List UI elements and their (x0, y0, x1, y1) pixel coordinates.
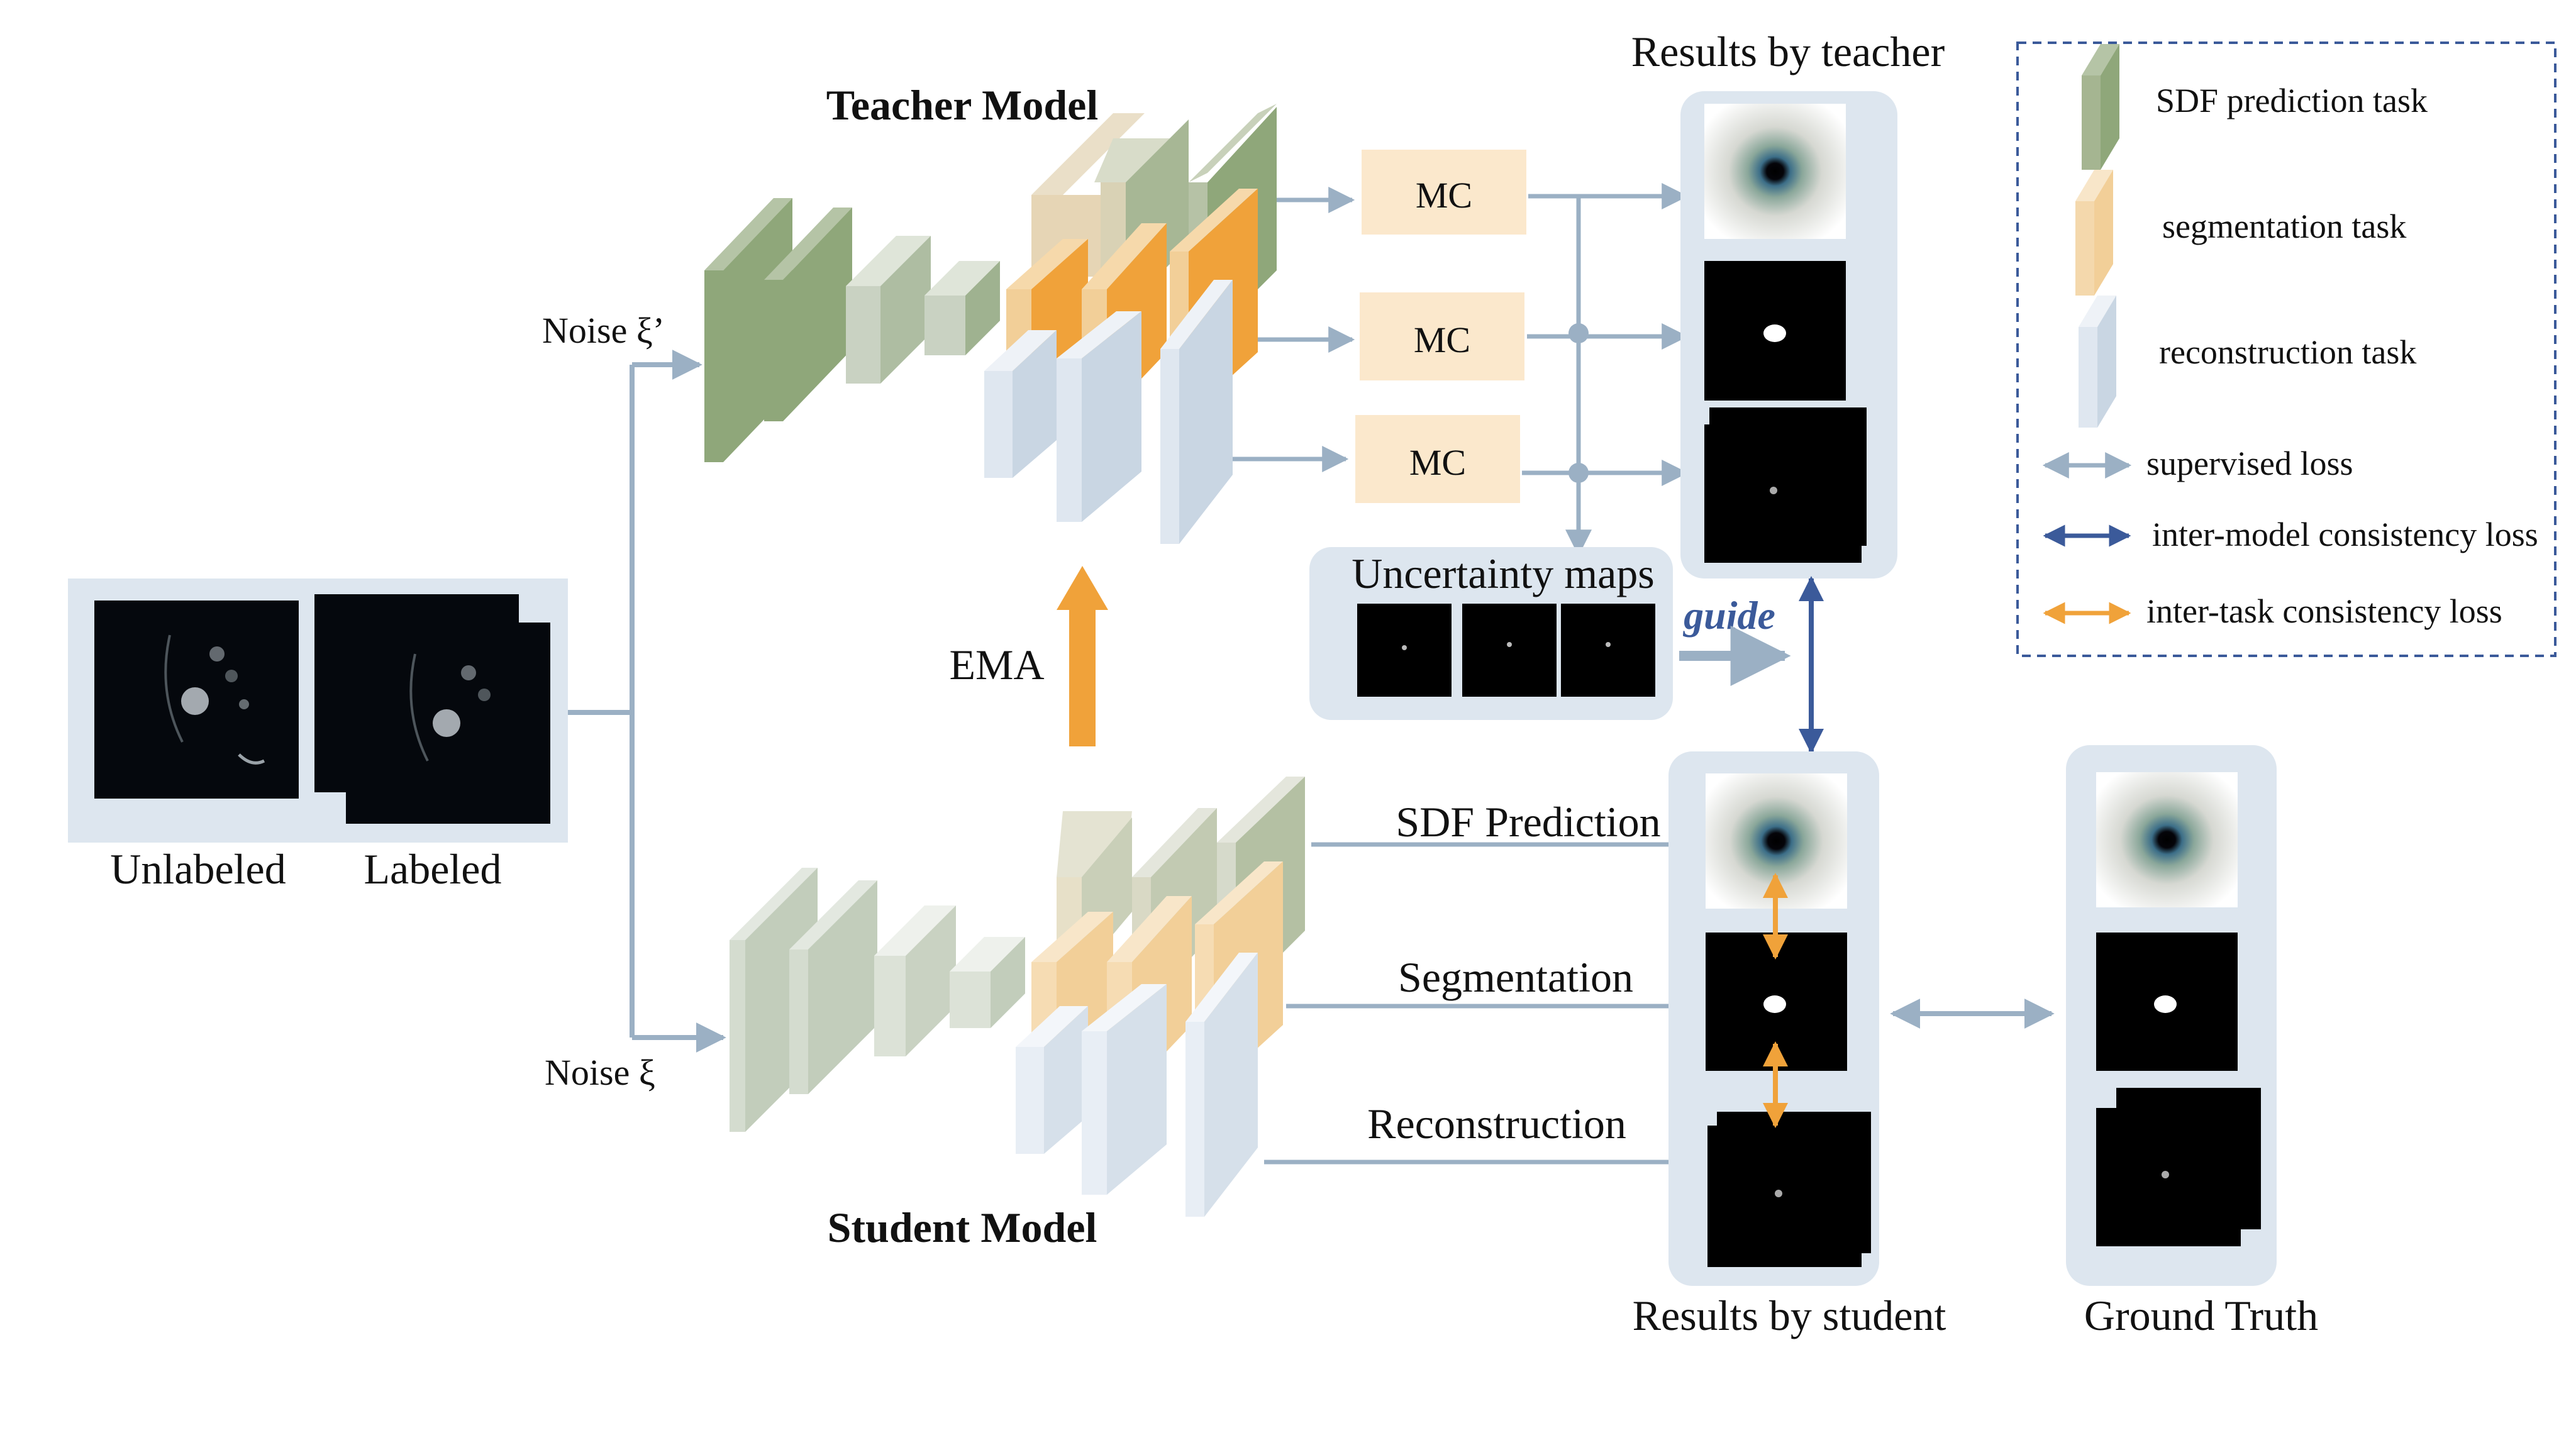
teacher-model-title: Teacher Model (826, 81, 1099, 129)
segmentation-label: Segmentation (1398, 953, 1633, 1001)
noise-student-label: Noise ξ (545, 1052, 655, 1093)
labeled-label: Labeled (364, 845, 502, 893)
student-recon-decoder (1016, 953, 1258, 1217)
teacher-network (704, 104, 1277, 544)
student-output-arrows (1264, 831, 1701, 1175)
legend-label-reconstruction: reconstruction task (2159, 333, 2416, 371)
input-connectors (568, 350, 726, 1053)
teacher-recon-map (1704, 407, 1867, 563)
teacher-recon-decoder (984, 280, 1233, 544)
uncertainty-map (1462, 604, 1557, 697)
svg-text:MC: MC (1409, 442, 1466, 483)
unlabeled-label: Unlabeled (110, 845, 286, 893)
ground-truth-recon-map (2096, 1088, 2261, 1246)
uncertainty-title: Uncertainty maps (1352, 550, 1655, 597)
unlabeled-image (94, 601, 299, 799)
ground-truth-seg-map (2096, 933, 2238, 1071)
legend-swatch-segmentation (2075, 170, 2113, 296)
legend: SDF prediction task segmentation task re… (2016, 42, 2557, 657)
teacher-seg-map (1704, 261, 1846, 401)
guide-label: guide (1682, 593, 1775, 638)
results-student-title: Results by student (1633, 1292, 1946, 1339)
teacher-results-panel (1680, 91, 1897, 579)
uncertainty-panel: Uncertainty maps (1309, 547, 1673, 720)
student-results-panel (1668, 751, 1879, 1286)
sdf-prediction-label: SDF Prediction (1396, 798, 1660, 846)
ema-label: EMA (949, 641, 1044, 689)
legend-swatch-reconstruction (2079, 296, 2116, 428)
mc-block-sdf: MC (1362, 150, 1526, 235)
mc-blocks: MC MC MC (1355, 150, 1526, 503)
svg-text:MC: MC (1414, 319, 1470, 360)
uncertainty-map (1561, 604, 1655, 697)
mc-block-recon: MC (1355, 415, 1520, 503)
labeled-image (314, 594, 550, 824)
noise-teacher-label: Noise ξ’ (542, 310, 665, 351)
student-recon-map (1707, 1112, 1871, 1267)
legend-label-sdf: SDF prediction task (2156, 82, 2428, 119)
input-panel: Unlabeled Labeled (68, 579, 568, 893)
student-model-title: Student Model (828, 1204, 1097, 1251)
reconstruction-label: Reconstruction (1367, 1100, 1626, 1148)
mc-block-seg: MC (1360, 292, 1524, 380)
mc-to-results-arrows (1522, 183, 1689, 556)
legend-swatch-sdf (2082, 44, 2119, 170)
ema-arrow (1057, 566, 1108, 746)
results-teacher-title: Results by teacher (1631, 28, 1945, 75)
ground-truth-panel (2066, 745, 2277, 1286)
teacher-encoder (704, 198, 1000, 462)
junction-dot (1568, 323, 1589, 343)
legend-label-segmentation: segmentation task (2162, 208, 2406, 245)
teacher-to-mc-arrows (1233, 187, 1355, 472)
student-network (730, 777, 1305, 1217)
legend-label-inter-model: inter-model consistency loss (2152, 516, 2538, 553)
legend-label-inter-task: inter-task consistency loss (2146, 592, 2502, 630)
student-encoder (730, 868, 1025, 1132)
ground-truth-sdf-map (2096, 772, 2238, 907)
junction-dot (1568, 463, 1589, 483)
svg-text:MC: MC (1416, 175, 1472, 216)
ground-truth-title: Ground Truth (2084, 1292, 2318, 1339)
legend-label-supervised: supervised loss (2146, 445, 2353, 482)
teacher-sdf-map (1704, 104, 1846, 239)
